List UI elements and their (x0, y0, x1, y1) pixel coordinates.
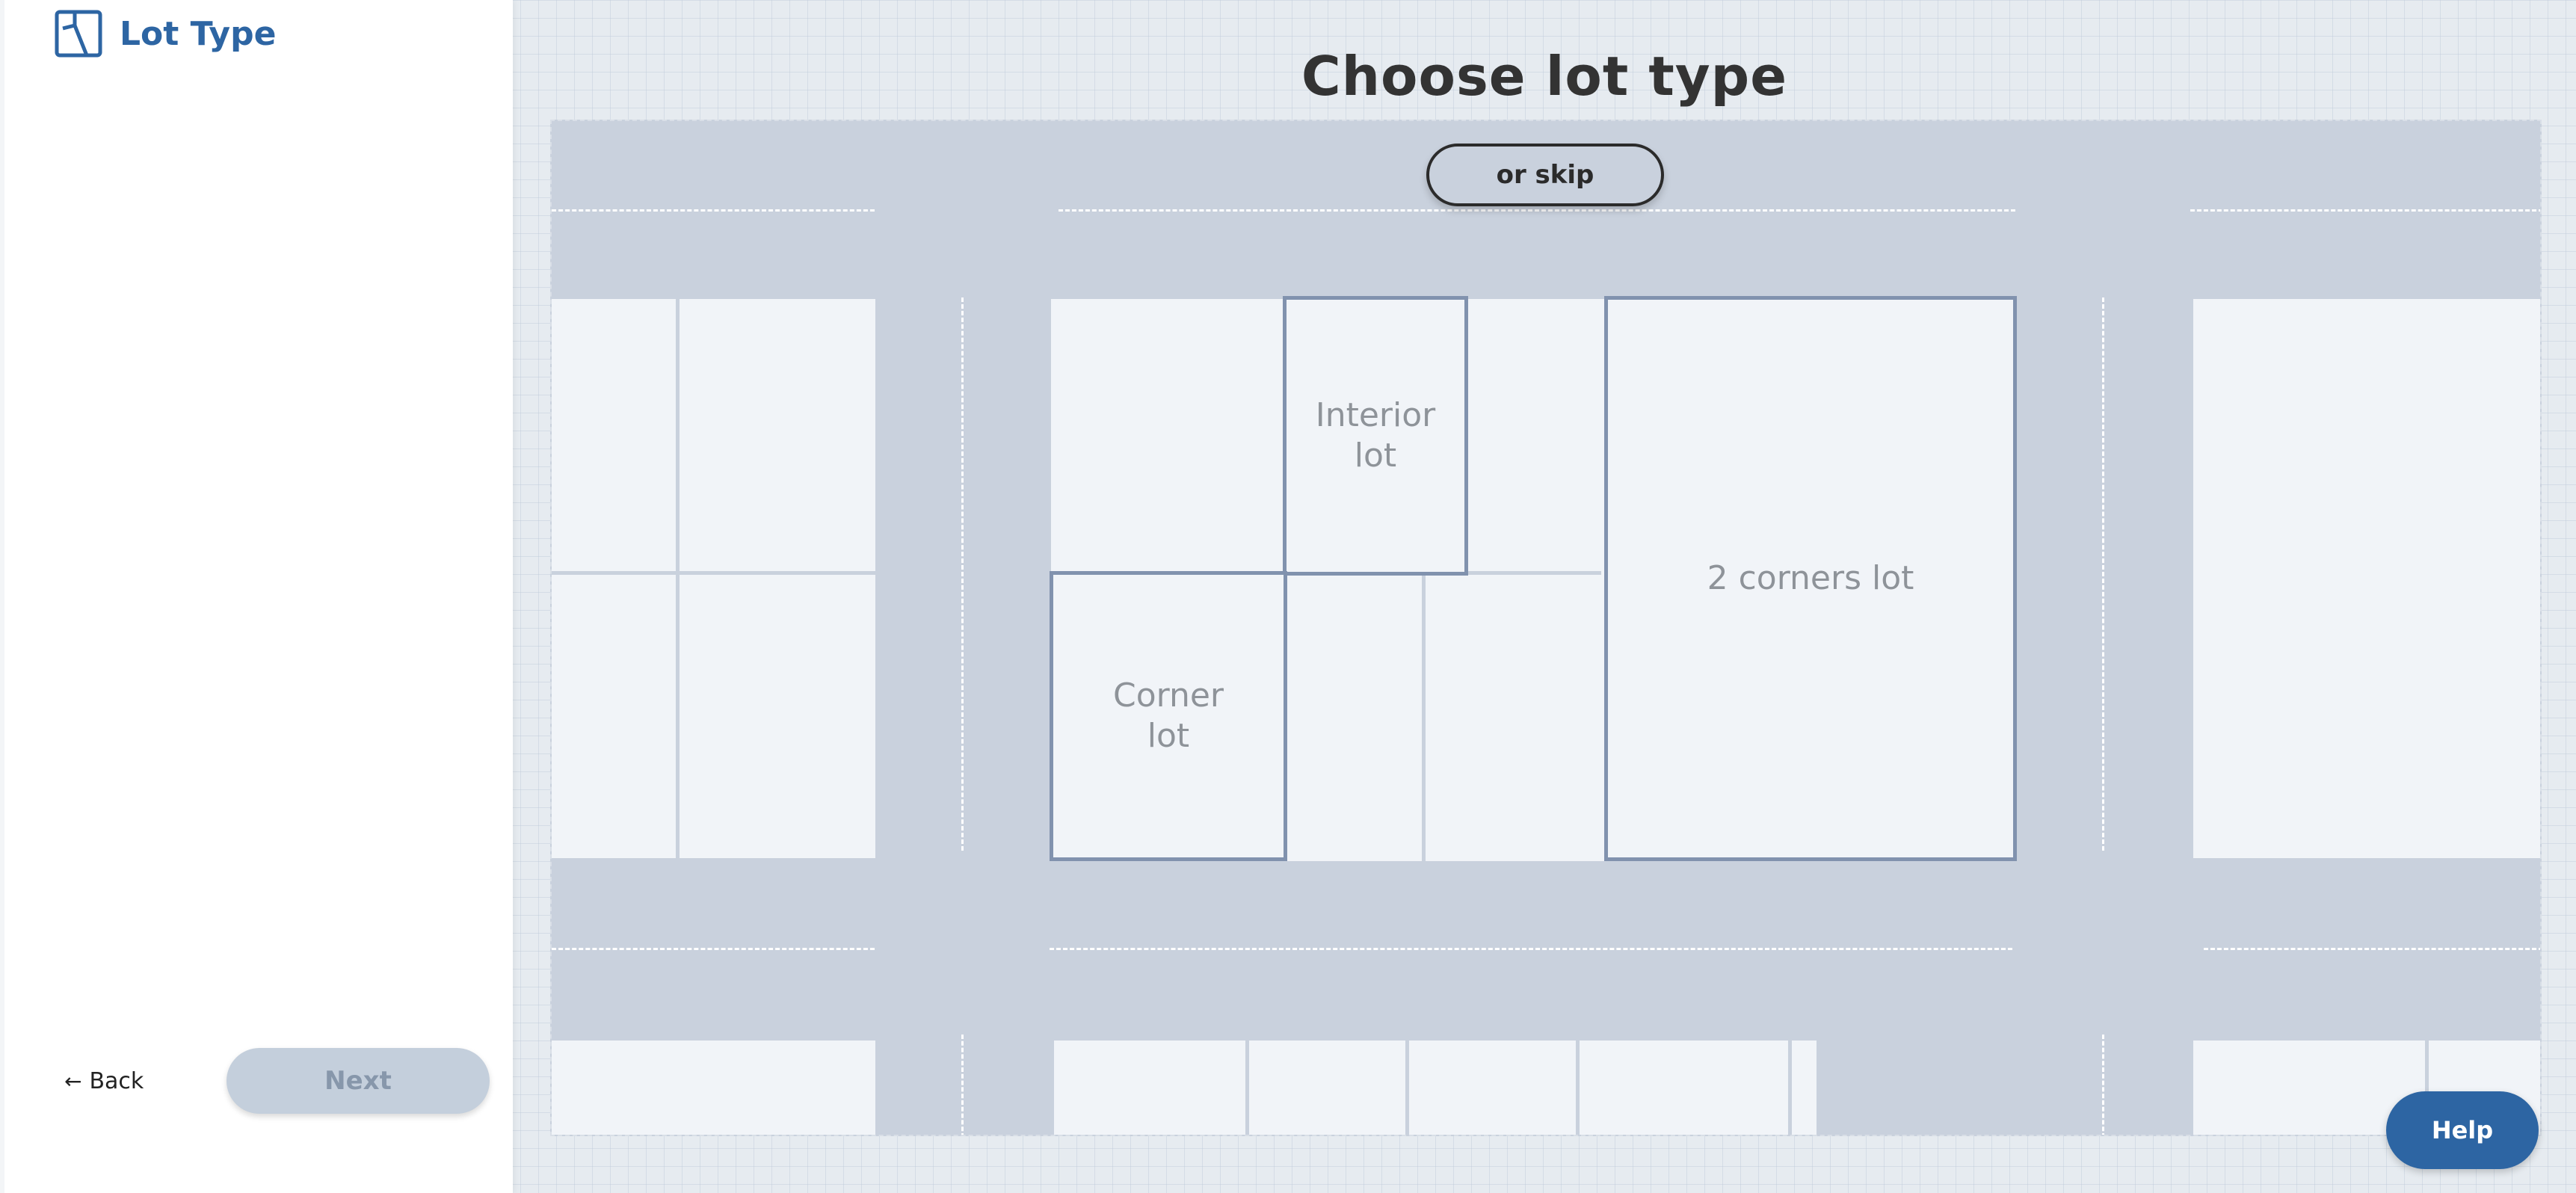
next-button[interactable]: Next (227, 1048, 490, 1114)
road-centerline (1050, 948, 2012, 950)
parcel (1054, 1041, 1817, 1135)
lot-plan-icon (55, 10, 102, 58)
parcel-divider (1405, 1041, 1409, 1135)
parcel (552, 299, 875, 858)
parcel-divider (1422, 574, 1426, 861)
road-centerline (2190, 209, 2540, 212)
back-button[interactable]: ← Back (64, 1064, 144, 1097)
brand-label: Lot Type (120, 14, 277, 53)
parcel (552, 1041, 875, 1135)
parcel-divider (1245, 1041, 1249, 1135)
parcel-divider (1576, 1041, 1580, 1135)
road-centerline (2102, 1035, 2104, 1135)
two-corners-lot-option[interactable]: 2 corners lot (1604, 296, 2017, 861)
parcel-divider (676, 299, 680, 858)
page-title: Choose lot type (1301, 45, 1788, 108)
road-centerline (552, 948, 875, 950)
road-centerline (2102, 298, 2104, 851)
help-button[interactable]: Help (2386, 1091, 2539, 1169)
road-centerline (961, 1035, 964, 1135)
skip-button[interactable]: or skip (1426, 144, 1664, 206)
arrow-left-icon: ← (64, 1068, 82, 1094)
two-corners-lot-label: 2 corners lot (1707, 559, 1914, 597)
parcel-divider (2425, 1041, 2429, 1135)
parcel-divider (552, 571, 875, 575)
brand: Lot Type (54, 7, 276, 60)
road-centerline (1059, 209, 2015, 212)
parcel (2193, 299, 2540, 858)
parcel-divider (1467, 571, 1601, 575)
back-label: Back (89, 1067, 144, 1094)
road-centerline (961, 298, 964, 851)
road-centerline (552, 209, 875, 212)
parcel-divider (1788, 1041, 1792, 1135)
road-centerline (2204, 948, 2540, 950)
sidebar: Lot Type ← Back Next (0, 0, 513, 1193)
